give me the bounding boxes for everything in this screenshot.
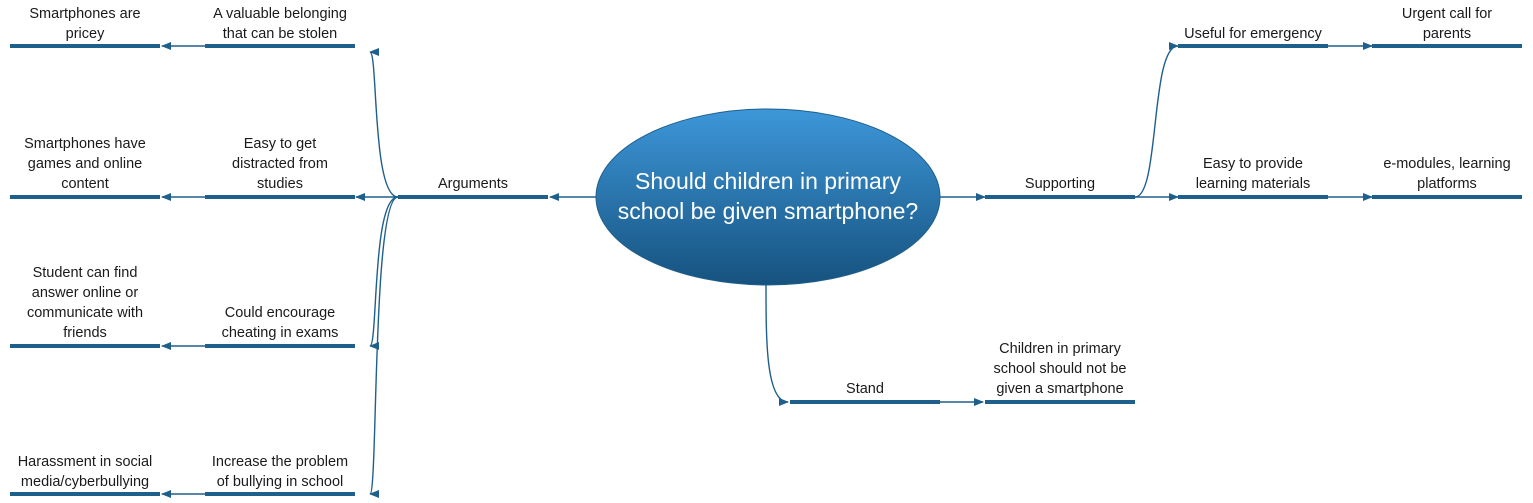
connector-arguments-reason-1: [369, 48, 399, 198]
bar-reason-1: [205, 44, 355, 48]
argument-effect-4: Harassment in social media/cyberbullying: [17, 454, 153, 490]
bar-point-1: [1178, 44, 1328, 48]
bar-effect-2: [10, 195, 160, 199]
bar-effect-3: [10, 344, 160, 348]
argument-effect-3: Student can find answer online or commun…: [26, 265, 144, 341]
bar-effect-1: [10, 44, 160, 48]
bar-stand-detail: [985, 400, 1135, 404]
bar-reason-3: [205, 344, 355, 348]
branch-supporting-label: Supporting: [1024, 176, 1096, 192]
central-topic-bubble: [595, 108, 941, 286]
connector-arguments-reason-4: [369, 196, 399, 498]
argument-reason-3: Could encourage cheating in exams: [221, 305, 339, 341]
connector-supporting-point-1: [1134, 42, 1179, 198]
branch-arguments-label: Arguments: [437, 176, 509, 192]
bar-effect-4: [10, 492, 160, 496]
supporting-detail-1: Urgent call for parents: [1401, 6, 1493, 42]
connector-arguments-reason-3: [369, 196, 399, 350]
argument-reason-1: A valuable belonging that can be stolen: [213, 6, 347, 42]
argument-effect-1: Smartphones are pricey: [29, 6, 141, 42]
central-topic-text: Should children in primary school be giv…: [617, 168, 919, 224]
connector-center-stand: [765, 284, 789, 406]
supporting-point-2: Easy to provide learning materials: [1195, 156, 1311, 192]
argument-reason-2: Easy to get distracted from studies: [232, 136, 328, 192]
bar-reason-2: [205, 195, 355, 199]
argument-effect-2: Smartphones have games and online conten…: [24, 136, 146, 192]
branch-stand-label: Stand: [846, 381, 884, 397]
bar-detail-1: [1372, 44, 1522, 48]
bar-arguments: [398, 195, 548, 199]
bar-supporting: [985, 195, 1135, 199]
stand-detail: Children in primary school should not be…: [993, 341, 1127, 397]
bar-stand: [790, 400, 940, 404]
bar-detail-2: [1372, 195, 1522, 199]
bar-reason-4: [205, 492, 355, 496]
bar-point-2: [1178, 195, 1328, 199]
supporting-detail-2: e-modules, learning platforms: [1383, 156, 1511, 192]
supporting-point-1: Useful for emergency: [1184, 26, 1322, 42]
argument-reason-4: Increase the problem of bullying in scho…: [211, 454, 349, 490]
